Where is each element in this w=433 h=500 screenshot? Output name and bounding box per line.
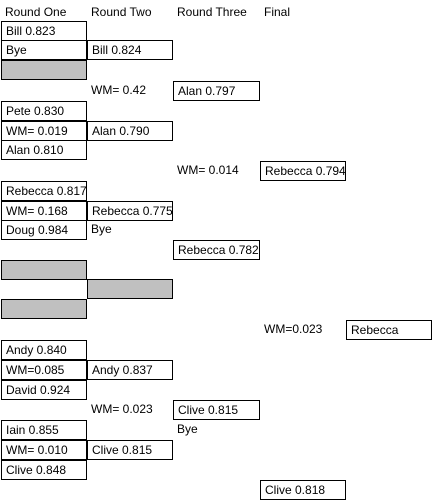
r3-bye: Bye xyxy=(177,422,198,436)
r1-david: David 0.924 xyxy=(1,380,87,400)
r1-alan: Alan 0.810 xyxy=(1,140,87,160)
r1-andy: Andy 0.840 xyxy=(1,340,87,360)
r1-wm-rebecca-doug: WM= 0.168 xyxy=(1,201,87,221)
r1-empty-slot xyxy=(1,260,87,280)
header-round-one: Round One xyxy=(5,5,67,19)
r1-bill: Bill 0.823 xyxy=(1,21,87,41)
final-rebecca: Rebecca 0.794 xyxy=(260,161,346,181)
r2-wm-bill-alan: WM= 0.42 xyxy=(91,83,147,97)
final-clive: Clive 0.818 xyxy=(260,480,346,500)
header-final: Final xyxy=(264,5,291,19)
r2-clive: Clive 0.815 xyxy=(87,440,173,460)
r1-bye: Bye xyxy=(1,40,87,60)
final-wm: WM=0.023 xyxy=(264,322,323,336)
r2-bye: Bye xyxy=(91,222,112,236)
r3-rebecca: Rebecca 0.782 xyxy=(173,240,260,260)
r1-empty-slot xyxy=(1,299,87,319)
r2-alan: Alan 0.790 xyxy=(87,121,173,141)
r2-rebecca: Rebecca 0.775 xyxy=(87,201,173,221)
r1-empty-slot xyxy=(1,60,87,80)
r2-andy: Andy 0.837 xyxy=(87,360,173,380)
r3-clive: Clive 0.815 xyxy=(173,400,260,420)
r1-pete: Pete 0.830 xyxy=(1,101,87,121)
r1-rebecca: Rebecca 0.817 xyxy=(1,181,87,201)
r2-wm-andy-clive: WM= 0.023 xyxy=(91,402,153,416)
r1-clive: Clive 0.848 xyxy=(1,460,87,480)
r1-iain: Iain 0.855 xyxy=(1,420,87,440)
header-round-three: Round Three xyxy=(177,5,247,19)
r2-empty-slot xyxy=(87,279,173,299)
r1-wm-iain-clive: WM= 0.010 xyxy=(1,440,87,460)
header-round-two: Round Two xyxy=(91,5,152,19)
r2-bill: Bill 0.824 xyxy=(87,40,173,60)
r1-wm-pete-alan: WM= 0.019 xyxy=(1,121,87,141)
r1-wm-andy-david: WM=0.085 xyxy=(1,360,87,380)
r1-doug: Doug 0.984 xyxy=(1,220,87,240)
winner-box: Rebecca xyxy=(346,320,432,340)
r3-wm-alan-rebecca: WM= 0.014 xyxy=(177,163,239,177)
r3-alan: Alan 0.797 xyxy=(173,81,260,101)
